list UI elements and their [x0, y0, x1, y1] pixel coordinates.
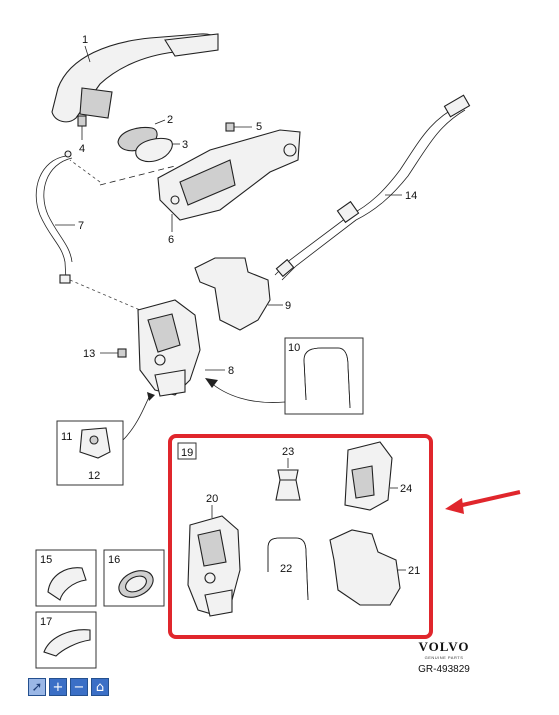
- handle-bracket[interactable]: [157, 129, 301, 221]
- callout-23: 22: [280, 563, 292, 575]
- box-10[interactable]: [284, 337, 364, 415]
- gasket-3: [135, 137, 173, 163]
- callout-9: 9: [285, 300, 291, 312]
- box-15[interactable]: [35, 549, 97, 607]
- diagram-code: GR-493829: [418, 664, 470, 675]
- callout-12: 12: [88, 470, 100, 482]
- highlight-frame: [168, 434, 433, 639]
- callout-1: 1: [82, 34, 88, 46]
- callout-4: 4: [79, 143, 85, 155]
- screw-5: [225, 122, 252, 132]
- callout-8: 8: [228, 365, 234, 377]
- callout-22: 23: [282, 446, 294, 458]
- bracket-24: [344, 441, 393, 511]
- callout-3: 3: [182, 139, 188, 151]
- zoom-toolbar: ➚ + − ⌂: [28, 678, 109, 696]
- callout-13: 13: [83, 348, 95, 360]
- lock-cover-9[interactable]: [194, 257, 271, 331]
- badge-19: [177, 442, 197, 460]
- cable-7: [35, 150, 73, 284]
- select-tool-button[interactable]: ➚: [28, 678, 46, 696]
- callout-10: 10: [288, 342, 300, 354]
- callout-14: 14: [405, 190, 417, 202]
- door-lock-8[interactable]: [137, 299, 201, 397]
- callout-17: 17: [40, 616, 52, 628]
- zoom-in-button[interactable]: +: [49, 678, 67, 696]
- callout-21: 21: [408, 565, 420, 577]
- plug-22: [275, 469, 301, 501]
- brand-name: VOLVO: [418, 639, 470, 654]
- screw-4: [77, 115, 87, 140]
- callout-6: 6: [168, 234, 174, 246]
- zoom-out-button[interactable]: −: [70, 678, 88, 696]
- callout-5: 5: [256, 121, 262, 133]
- lock-20: [187, 515, 241, 617]
- callout-7: 7: [78, 220, 84, 232]
- volvo-brand: VOLVO GENUINE PARTS GR-493829: [404, 639, 484, 675]
- callout-19: 19: [181, 447, 193, 459]
- callout-2: 2: [167, 114, 173, 126]
- cover-21: [329, 529, 401, 606]
- callout-15: 15: [40, 554, 52, 566]
- red-arrow: [445, 490, 521, 514]
- callout-11: 11: [61, 431, 72, 443]
- box-16[interactable]: [103, 549, 165, 607]
- box-11-12[interactable]: [56, 420, 124, 486]
- screw-13: [100, 348, 127, 358]
- cable-14: [274, 94, 471, 281]
- home-button[interactable]: ⌂: [91, 678, 109, 696]
- callout-20: 20: [206, 493, 218, 505]
- rod-23: [267, 537, 309, 601]
- callout-24: 24: [400, 483, 412, 495]
- callout-16: 16: [108, 554, 120, 566]
- box-17[interactable]: [35, 611, 97, 669]
- outer-handle[interactable]: [51, 33, 219, 123]
- brand-subtitle: GENUINE PARTS: [424, 655, 464, 660]
